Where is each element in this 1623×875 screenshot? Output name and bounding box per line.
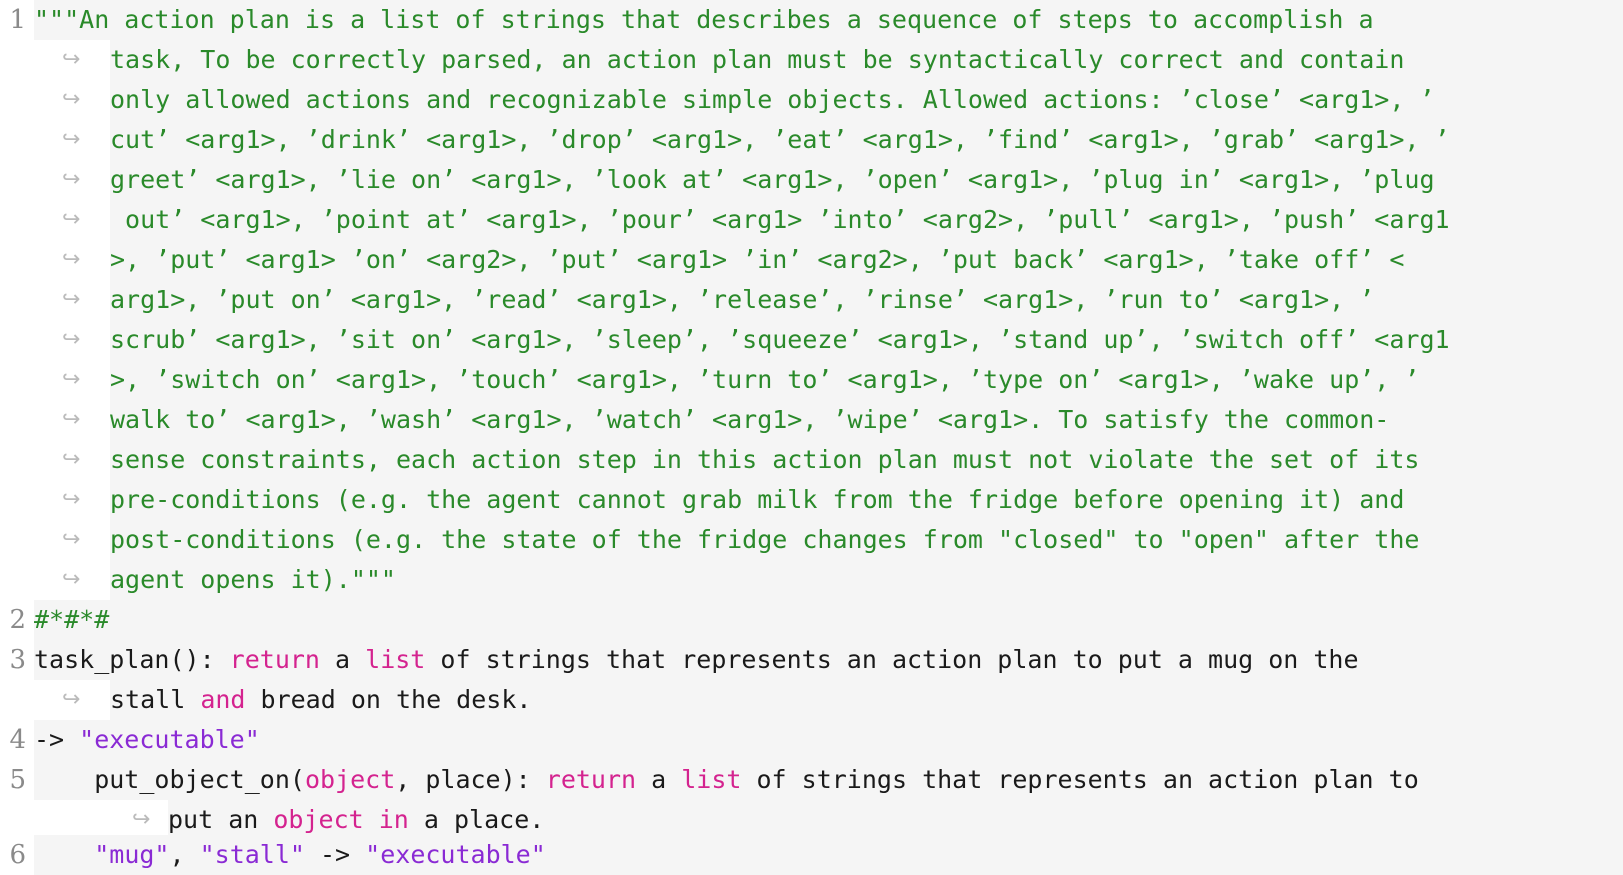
wrap-arrow-icon: ↪ (62, 127, 81, 152)
code-row: arg1>, ’put on’ <arg1>, ’read’ <arg1>, ’… (110, 280, 1623, 320)
code-row: "mug", "stall" -> "executable" (34, 835, 1623, 875)
wrap-arrow-icon: ↪ (62, 367, 81, 392)
wrap-arrow-icon: ↪ (62, 167, 81, 192)
code-row: task, To be correctly parsed, an action … (110, 40, 1623, 80)
code-row: """An action plan is a list of strings t… (34, 0, 1623, 40)
wrap-arrow-icon: ↪ (132, 807, 151, 832)
code-row: task_plan(): return a list of strings th… (34, 640, 1623, 680)
wrap-arrow-icon: ↪ (62, 527, 81, 552)
wrap-arrow-icon: ↪ (62, 567, 81, 592)
line-number: 5 (9, 765, 26, 795)
code-row: agent opens it).""" (110, 560, 1623, 600)
code-row: greet’ <arg1>, ’lie on’ <arg1>, ’look at… (110, 160, 1623, 200)
code-row: sense constraints, each action step in t… (110, 440, 1623, 480)
code-row: >, ’put’ <arg1> ’on’ <arg2>, ’put’ <arg1… (110, 240, 1623, 280)
code-row: walk to’ <arg1>, ’wash’ <arg1>, ’watch’ … (110, 400, 1623, 440)
wrap-arrow-icon: ↪ (62, 47, 81, 72)
code-row: post-conditions (e.g. the state of the f… (110, 520, 1623, 560)
wrap-arrow-icon: ↪ (62, 487, 81, 512)
wrap-arrow-icon: ↪ (62, 247, 81, 272)
code-row: pre-conditions (e.g. the agent cannot gr… (110, 480, 1623, 520)
line-number: 3 (9, 645, 26, 675)
line-number: 4 (9, 725, 26, 755)
wrap-arrow-icon: ↪ (62, 207, 81, 232)
code-row: only allowed actions and recognizable si… (110, 80, 1623, 120)
line-number: 2 (9, 605, 26, 635)
code-row: out’ <arg1>, ’point at’ <arg1>, ’pour’ <… (110, 200, 1623, 240)
code-row: #*#*# (34, 600, 1623, 640)
wrap-arrow-icon: ↪ (62, 407, 81, 432)
wrap-arrow-icon: ↪ (62, 447, 81, 472)
code-row: stall and bread on the desk. (110, 680, 1623, 720)
line-number: 1 (9, 5, 26, 35)
wrap-arrow-icon: ↪ (62, 87, 81, 112)
wrap-arrow-icon: ↪ (62, 287, 81, 312)
code-row: -> "executable" (34, 720, 1623, 760)
wrap-arrow-icon: ↪ (62, 327, 81, 352)
code-row: put_object_on(object, place): return a l… (34, 760, 1623, 800)
code-row: scrub’ <arg1>, ’sit on’ <arg1>, ’sleep’,… (110, 320, 1623, 360)
wrap-arrow-icon: ↪ (62, 687, 81, 712)
code-row: >, ’switch on’ <arg1>, ’touch’ <arg1>, ’… (110, 360, 1623, 400)
code-row: cut’ <arg1>, ’drink’ <arg1>, ’drop’ <arg… (110, 120, 1623, 160)
line-number: 6 (9, 840, 26, 870)
code-row: put an object in a place. (168, 800, 1623, 840)
